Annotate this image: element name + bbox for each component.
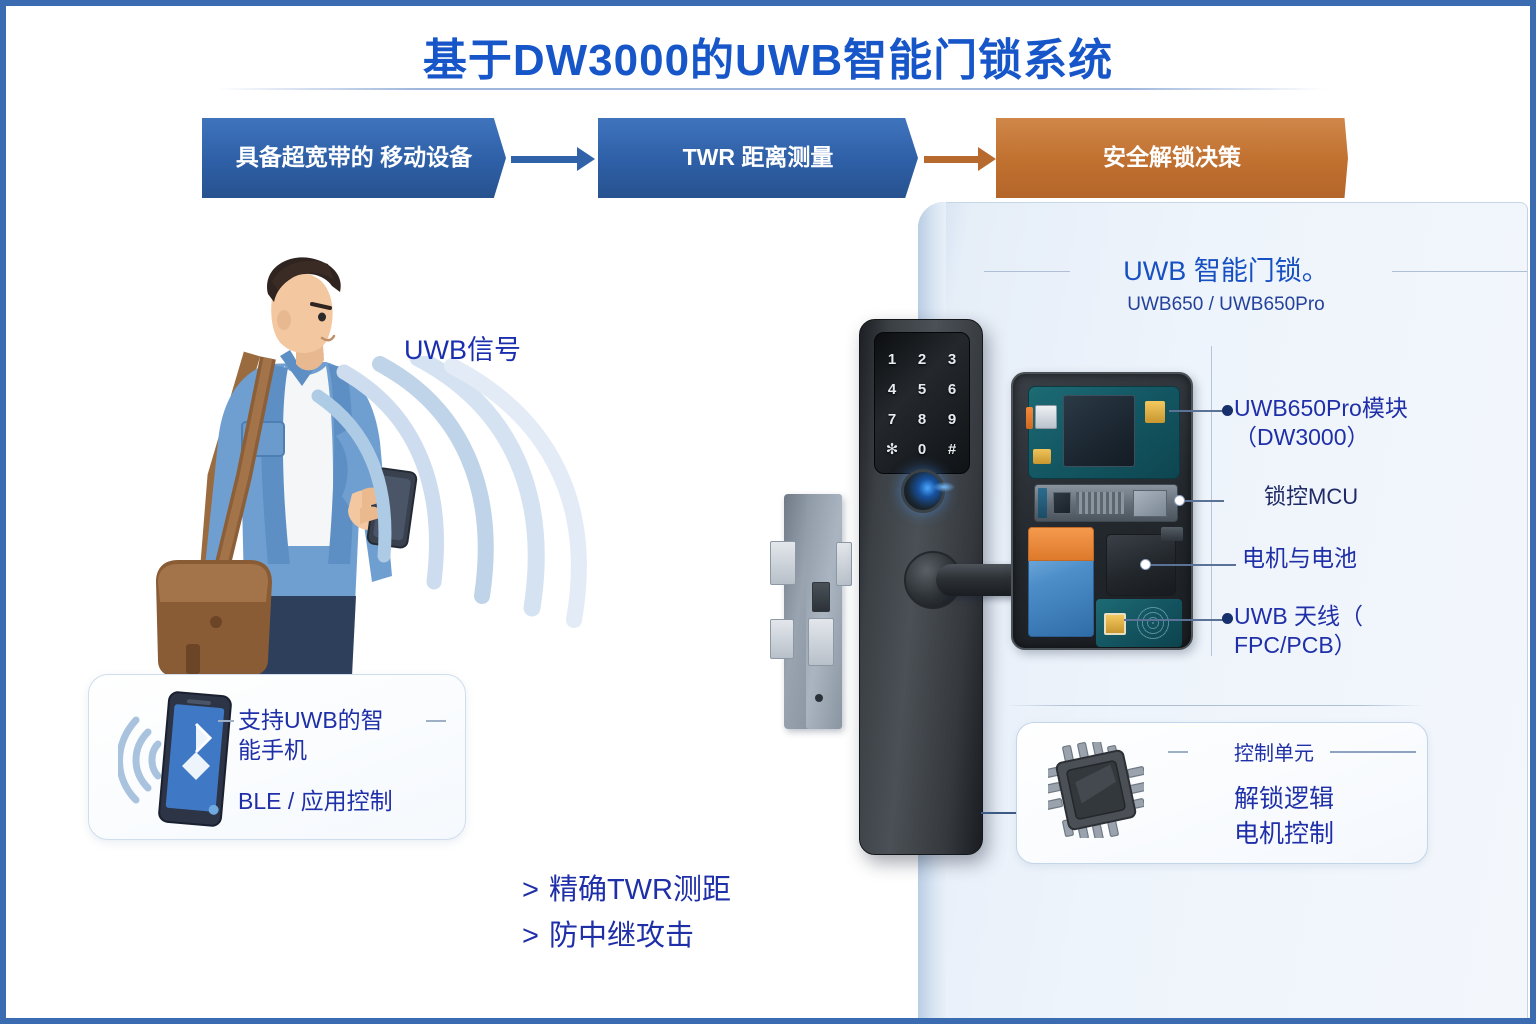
phone-card-line2: BLE / 应用控制 <box>238 788 393 814</box>
arrow-shaft <box>511 156 579 163</box>
keypad-key[interactable]: 6 <box>947 380 957 398</box>
pcb-flex-cable <box>1026 407 1033 429</box>
callout-dot-1 <box>1222 405 1233 416</box>
door-panel <box>918 202 1528 1018</box>
lock-switch-light <box>808 618 834 666</box>
bullet-item-2: > 防中继攻击 <box>522 914 731 960</box>
feature-bullet-list: > 精确TWR测距 > 防中继攻击 <box>522 868 731 960</box>
bullet-text: 精确TWR测距 <box>548 874 731 906</box>
flow-arrow-1-icon <box>511 147 595 171</box>
callout-label-motor-battery: 电机与电池 <box>1242 545 1357 571</box>
phone-card-dash-right <box>426 720 446 722</box>
mcu-pin-strip <box>1076 492 1124 514</box>
mcu-connector <box>1038 488 1047 518</box>
uwb-signal-label: UWB信号 <box>404 335 521 365</box>
callout-label-mcu: 锁控MCU <box>1264 484 1359 509</box>
keypad-key[interactable]: 0 <box>917 440 927 458</box>
bullet-caret: > <box>522 874 539 906</box>
process-flow: 具备超宽带的 移动设备 TWR 距离测量 安全解锁决策 <box>6 118 1530 206</box>
antenna-feed-pad <box>1104 613 1126 635</box>
keypad[interactable]: 1 2 3 4 5 6 7 8 9 ✻ 0 # <box>877 344 967 464</box>
latch-bolt <box>836 542 852 586</box>
keypad-key[interactable]: 4 <box>887 380 897 398</box>
bullet-caret: > <box>522 919 539 952</box>
keypad-panel <box>874 332 970 474</box>
dw3000-chip <box>1063 395 1135 467</box>
callout-line-4 <box>1124 619 1228 621</box>
keypad-key[interactable]: # <box>947 440 957 458</box>
callout-dot-3 <box>1140 559 1151 570</box>
flow-step-3[interactable]: 安全解锁决策 <box>996 118 1348 198</box>
bullet-item-1: > 精确TWR测距 <box>522 868 731 914</box>
person-illustration <box>156 257 418 676</box>
callout-label-uwb-module: UWB650Pro模块 （DW3000） <box>1234 395 1408 451</box>
callout-dot-2 <box>1174 495 1185 506</box>
arrow-shaft <box>924 156 980 163</box>
motor-bracket <box>1161 527 1183 541</box>
control-unit-heading-rule <box>1330 751 1416 753</box>
lock-switch-dark <box>812 582 830 612</box>
title-divider <box>216 88 1326 90</box>
lock-title: UWB 智能门锁。 <box>1123 256 1329 286</box>
arrow-head <box>577 147 595 171</box>
bullet-text: 防中继攻击 <box>548 919 694 952</box>
chip-icon <box>1048 742 1144 838</box>
deadbolt-upper <box>770 541 796 585</box>
page-title: 基于DW3000的UWB智能门锁系统 <box>422 36 1114 85</box>
mortise-screw-dot <box>815 694 823 702</box>
callout-dot-4 <box>1222 613 1233 624</box>
mcu-chip-small <box>1053 492 1071 514</box>
lock-title-rule-right <box>1392 271 1527 272</box>
bluetooth-phone-icon <box>118 691 232 827</box>
deadbolt-lower <box>770 619 794 659</box>
keypad-key[interactable]: 5 <box>917 380 927 398</box>
phone-card-line1: 支持UWB的智 能手机 <box>238 707 384 763</box>
control-unit-dash <box>1168 751 1188 753</box>
callout-line-3 <box>1144 564 1236 566</box>
callout-line-2 <box>1178 500 1224 502</box>
fingerprint-glow <box>933 482 955 492</box>
pcb-component-b <box>1145 401 1165 423</box>
mcu-chip-large <box>1133 490 1167 517</box>
pcb-connector <box>1035 405 1057 429</box>
flow-step-1[interactable]: 具备超宽带的 移动设备 <box>202 118 506 198</box>
control-unit-heading: 控制单元 <box>1234 743 1314 765</box>
antenna-coil <box>1134 604 1172 642</box>
callout-line-1 <box>1169 410 1227 412</box>
pcb-component-a <box>1033 449 1051 464</box>
battery-label <box>1028 527 1094 561</box>
arrow-head <box>978 147 996 171</box>
keypad-key[interactable]: 1 <box>887 350 897 368</box>
callout-label-antenna: UWB 天线（ FPC/PCB） <box>1234 603 1364 659</box>
lock-model-subtitle: UWB650 / UWB650Pro <box>1127 294 1325 315</box>
keypad-key[interactable]: 9 <box>947 410 957 428</box>
flow-step-2[interactable]: TWR 距离测量 <box>598 118 918 198</box>
keypad-key[interactable]: 8 <box>917 410 927 428</box>
keypad-key[interactable]: 3 <box>947 350 957 368</box>
keypad-key[interactable]: 7 <box>887 410 897 428</box>
keypad-key[interactable]: ✻ <box>885 441 899 458</box>
flow-arrow-2-icon <box>924 147 996 171</box>
control-unit-body: 解锁逻辑 电机控制 <box>1234 785 1335 848</box>
phone-card-dash-left <box>218 720 234 722</box>
uwb-signal-waves-icon <box>311 356 587 628</box>
panel-divider <box>1004 705 1424 706</box>
keypad-key[interactable]: 2 <box>917 350 927 368</box>
lock-title-rule-left <box>984 271 1070 272</box>
